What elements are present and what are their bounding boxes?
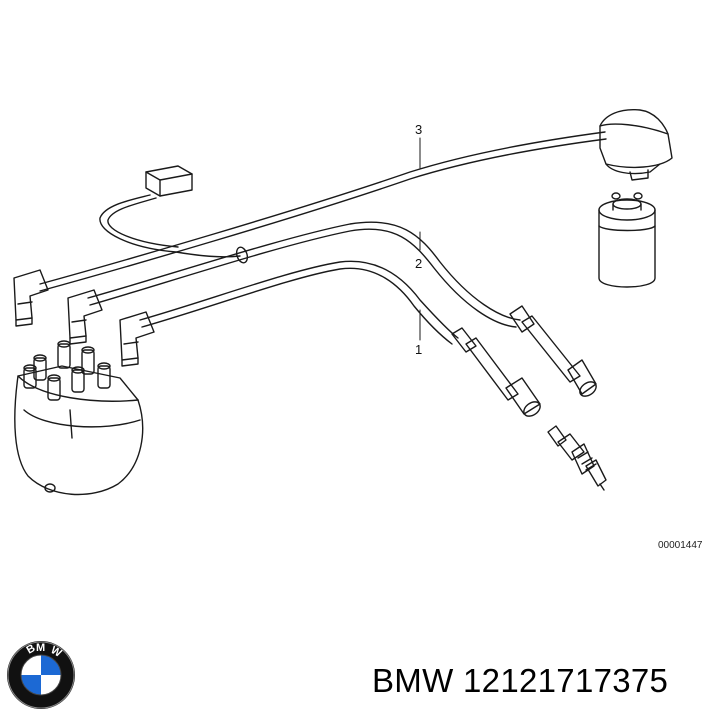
ignition-wire-3 (39, 131, 607, 292)
callout-3: 3 (415, 122, 422, 137)
caption-part-number: 12121717375 (463, 662, 669, 699)
ignition-wire-2 (87, 221, 521, 328)
distributor-cap (14, 340, 144, 496)
spark-plug (547, 425, 607, 491)
ignition-wire-1 (139, 260, 459, 345)
harness-connector (99, 165, 241, 258)
elbow-connector-1 (119, 311, 155, 367)
plug-boot-1 (451, 327, 541, 417)
elbow-connector-3 (13, 269, 49, 327)
bmw-logo: B M W (7, 641, 75, 709)
elbow-connector-2 (67, 289, 103, 345)
callout-2: 2 (415, 256, 422, 271)
part-caption: BMW 12121717375 (372, 662, 668, 700)
callout-1: 1 (415, 342, 422, 357)
plug-boot-2 (509, 305, 597, 397)
coil-cap (599, 108, 673, 181)
diagram-reference-number: 00001447 (658, 540, 703, 551)
caption-brand: BMW (372, 662, 454, 699)
bmw-logo-letter-m: M (36, 642, 45, 654)
ignition-coil (598, 192, 656, 288)
